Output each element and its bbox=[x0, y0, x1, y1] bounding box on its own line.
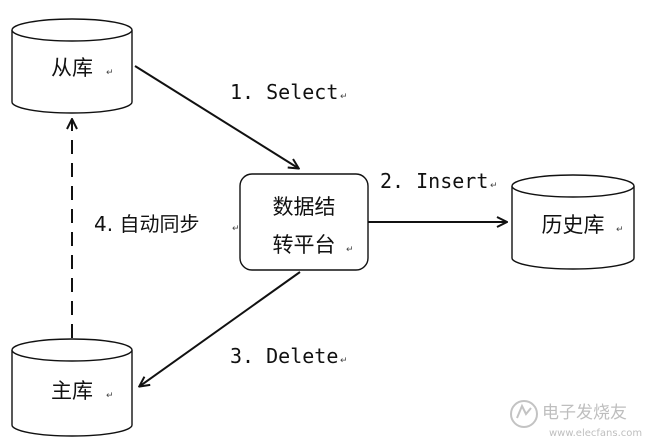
paragraph-mark: ↵ bbox=[232, 224, 240, 234]
paragraph-mark: ↵ bbox=[106, 68, 114, 78]
select-label: 1. Select bbox=[230, 80, 338, 104]
paragraph-mark: ↵ bbox=[616, 225, 624, 235]
history-db-cylinder: 历史库 ↵ bbox=[511, 174, 635, 270]
paragraph-mark: ↵ bbox=[340, 356, 348, 366]
select-arrow bbox=[134, 65, 298, 168]
slave-db-label: 从库 bbox=[51, 56, 93, 80]
sync-label: 4. 自动同步 bbox=[94, 212, 199, 236]
watermark-text: 电子发烧友 bbox=[542, 403, 627, 423]
paragraph-mark: ↵ bbox=[490, 181, 498, 191]
slave-db-cylinder: 从库 ↵ bbox=[11, 18, 133, 114]
watermark-logo-icon bbox=[510, 400, 538, 428]
platform-label-line2: 转平台 bbox=[273, 233, 336, 257]
master-db-cylinder: 主库 ↵ bbox=[11, 338, 133, 437]
platform-box: 数据结 转平台 ↵ bbox=[239, 173, 369, 271]
delete-label: 3. Delete bbox=[230, 344, 338, 368]
watermark: 电子发烧友 www.elecfans.com bbox=[510, 400, 642, 439]
delete-arrow bbox=[140, 271, 301, 386]
paragraph-mark: ↵ bbox=[106, 391, 114, 401]
paragraph-mark: ↵ bbox=[346, 245, 354, 255]
history-db-label: 历史库 bbox=[542, 213, 605, 237]
paragraph-mark: ↵ bbox=[340, 92, 348, 102]
master-db-label: 主库 bbox=[51, 379, 93, 403]
platform-label-line1: 数据结 bbox=[273, 195, 336, 219]
insert-label: 2. Insert bbox=[380, 169, 488, 193]
watermark-url: www.elecfans.com bbox=[549, 428, 642, 439]
